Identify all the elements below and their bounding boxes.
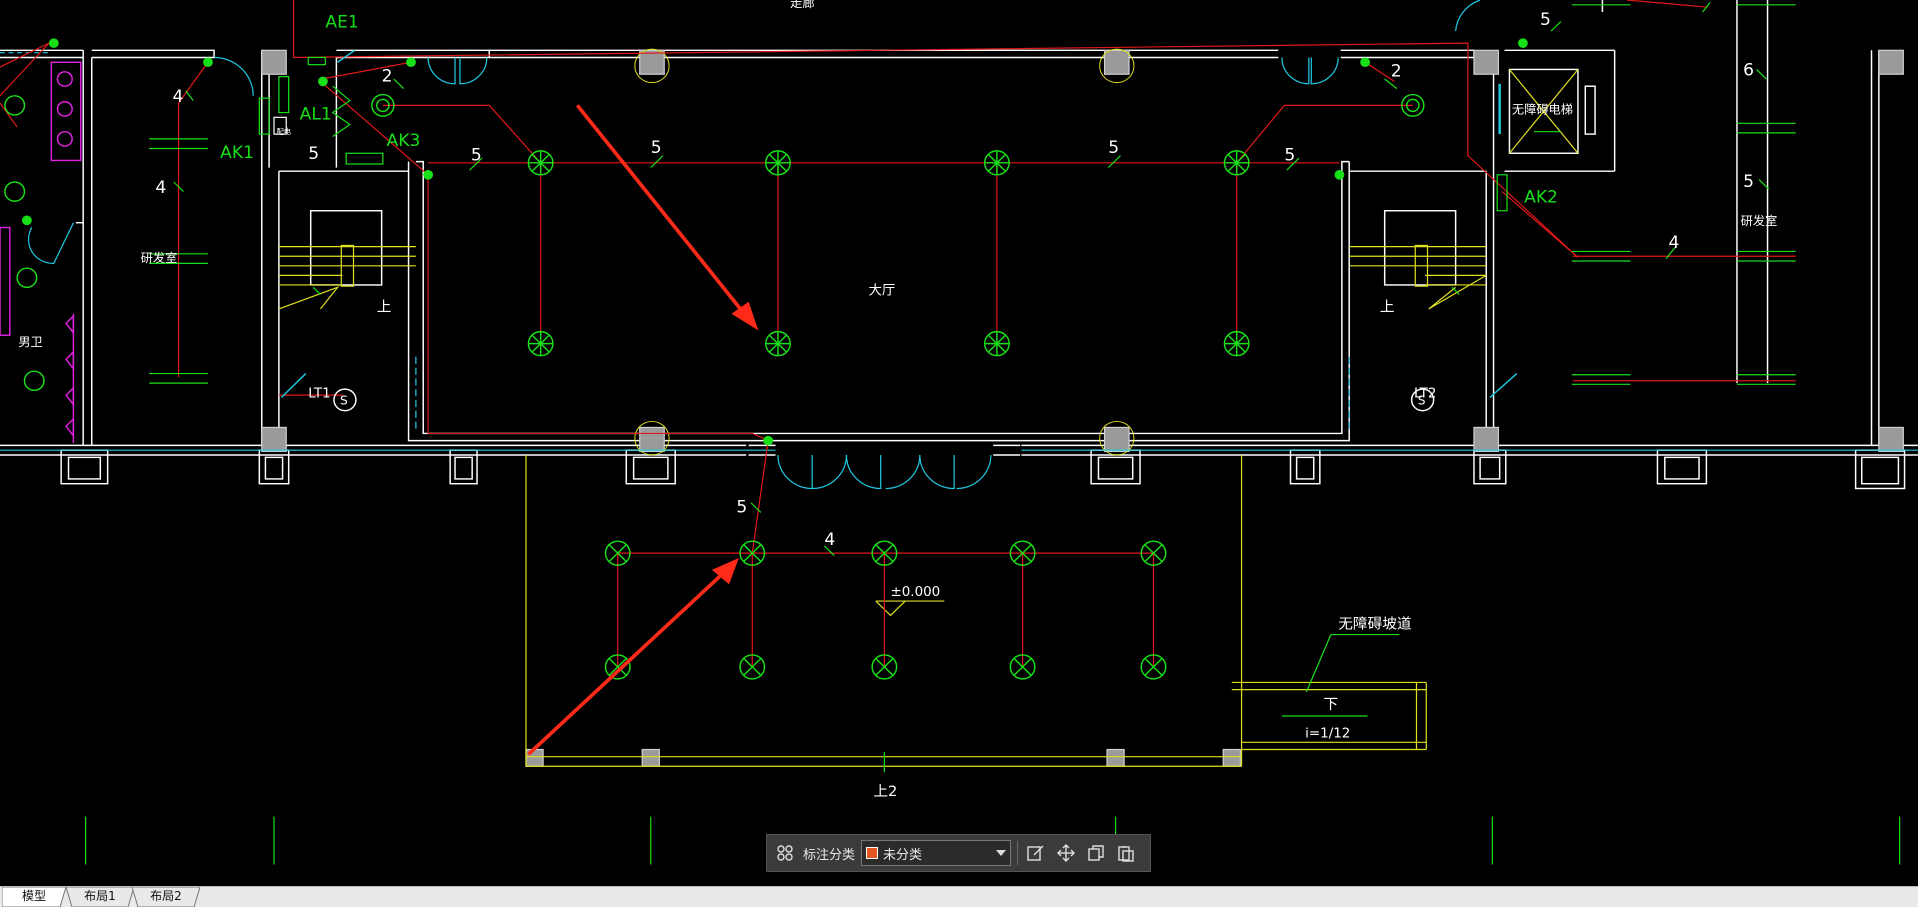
- tab-layout2[interactable]: 布局2: [132, 887, 200, 907]
- ceiling-lights: [4, 93, 1435, 412]
- label-mens-restroom: 男卫: [18, 335, 42, 349]
- num-5-e: 5: [1284, 145, 1295, 165]
- label-down: 下: [1324, 697, 1339, 713]
- label-ramp: 无障碍坡道: [1338, 615, 1411, 633]
- label-ae1: AE1: [325, 12, 358, 32]
- paste-icon[interactable]: [1114, 841, 1138, 865]
- copy-icon[interactable]: [1084, 841, 1108, 865]
- cad-drawing-canvas[interactable]: AE1 AL1 AK1 AK2 AK3 LT1 LT2 大厅 研发室 研发室 男…: [0, 0, 1918, 886]
- num-5-d: 5: [1108, 137, 1119, 157]
- grid-icon[interactable]: [773, 841, 797, 865]
- label-lt2: LT2: [1414, 387, 1436, 402]
- label-switch-s-right: S: [1418, 394, 1426, 408]
- tab-model-label: 模型: [21, 889, 46, 903]
- drawing-labels: AE1 AL1 AK1 AK2 AK3 LT1 LT2 大厅 研发室 研发室 男…: [18, 0, 1777, 800]
- switches: [22, 38, 1528, 446]
- num-6: 6: [1743, 60, 1754, 80]
- num-5-a: 5: [308, 143, 319, 163]
- label-elevator: 无障碍电梯: [1512, 102, 1573, 117]
- label-up-left: 上: [377, 298, 392, 315]
- num-4-c: 4: [824, 529, 835, 549]
- label-ramp-slope: i=1/12: [1305, 727, 1350, 742]
- doors: [0, 0, 1918, 490]
- label-ak3: AK3: [387, 130, 421, 150]
- label-up-right: 上: [1380, 298, 1395, 315]
- label-elevation: ±0.000: [891, 585, 941, 600]
- num-5-h: 5: [1743, 171, 1754, 191]
- tab-layout2-label: 布局2: [150, 889, 182, 903]
- label-ak2: AK2: [1524, 187, 1558, 207]
- category-label: 标注分类: [803, 847, 856, 863]
- columns: [261, 49, 1904, 767]
- category-dropdown[interactable]: 未分类: [861, 840, 1012, 866]
- restroom-fixtures: [0, 61, 82, 443]
- num-2-left: 2: [382, 66, 393, 86]
- label-top-text: 走廊: [790, 0, 814, 10]
- num-5-f: 5: [736, 497, 747, 517]
- annotation-arrows: [527, 104, 759, 756]
- annotation-toolbar: 标注分类 未分类: [766, 834, 1151, 872]
- tab-layout1-label: 布局1: [84, 889, 116, 903]
- category-color-swatch: [866, 847, 879, 859]
- label-lt1: LT1: [308, 387, 330, 402]
- toolbar-divider: [1017, 841, 1019, 865]
- label-switch-s-left: S: [340, 394, 348, 408]
- walls: [0, 0, 1918, 490]
- layout-tab-bar: 模型 布局1 布局2: [0, 886, 1918, 907]
- label-lobby: 大厅: [868, 283, 895, 299]
- column-halos: [634, 48, 1135, 456]
- num-4-a: 4: [172, 86, 183, 106]
- label-up-bottom: 上2: [873, 783, 897, 800]
- category-selected-value: 未分类: [883, 847, 923, 863]
- label-side-panel: 配电: [276, 127, 291, 136]
- num-2-right: 2: [1391, 61, 1402, 81]
- label-research-left: 研发室: [141, 250, 178, 265]
- stairs: [278, 69, 1579, 773]
- label-ak1: AK1: [220, 142, 254, 162]
- equipment: [85, 4, 1901, 865]
- num-4-b: 4: [155, 177, 166, 197]
- lt-ticks: [280, 49, 1518, 399]
- move-icon[interactable]: [1054, 841, 1078, 865]
- num-5-c: 5: [651, 137, 662, 157]
- tab-model[interactable]: 模型: [2, 887, 66, 907]
- edit-icon[interactable]: [1024, 841, 1048, 865]
- chevron-down-icon: [996, 850, 1007, 856]
- floor-plan-drawing: AE1 AL1 AK1 AK2 AK3 LT1 LT2 大厅 研发室 研发室 男…: [0, 0, 1918, 865]
- tab-layout1[interactable]: 布局1: [66, 887, 134, 907]
- label-al1: AL1: [300, 104, 332, 124]
- wiring: [0, 0, 1796, 667]
- label-research-right: 研发室: [1741, 213, 1778, 228]
- num-4-d: 4: [1668, 232, 1679, 252]
- exterior-lights: [604, 540, 1167, 680]
- tick-marks: [173, 2, 1770, 556]
- num-5-b: 5: [471, 145, 482, 165]
- num-5-g: 5: [1540, 9, 1551, 29]
